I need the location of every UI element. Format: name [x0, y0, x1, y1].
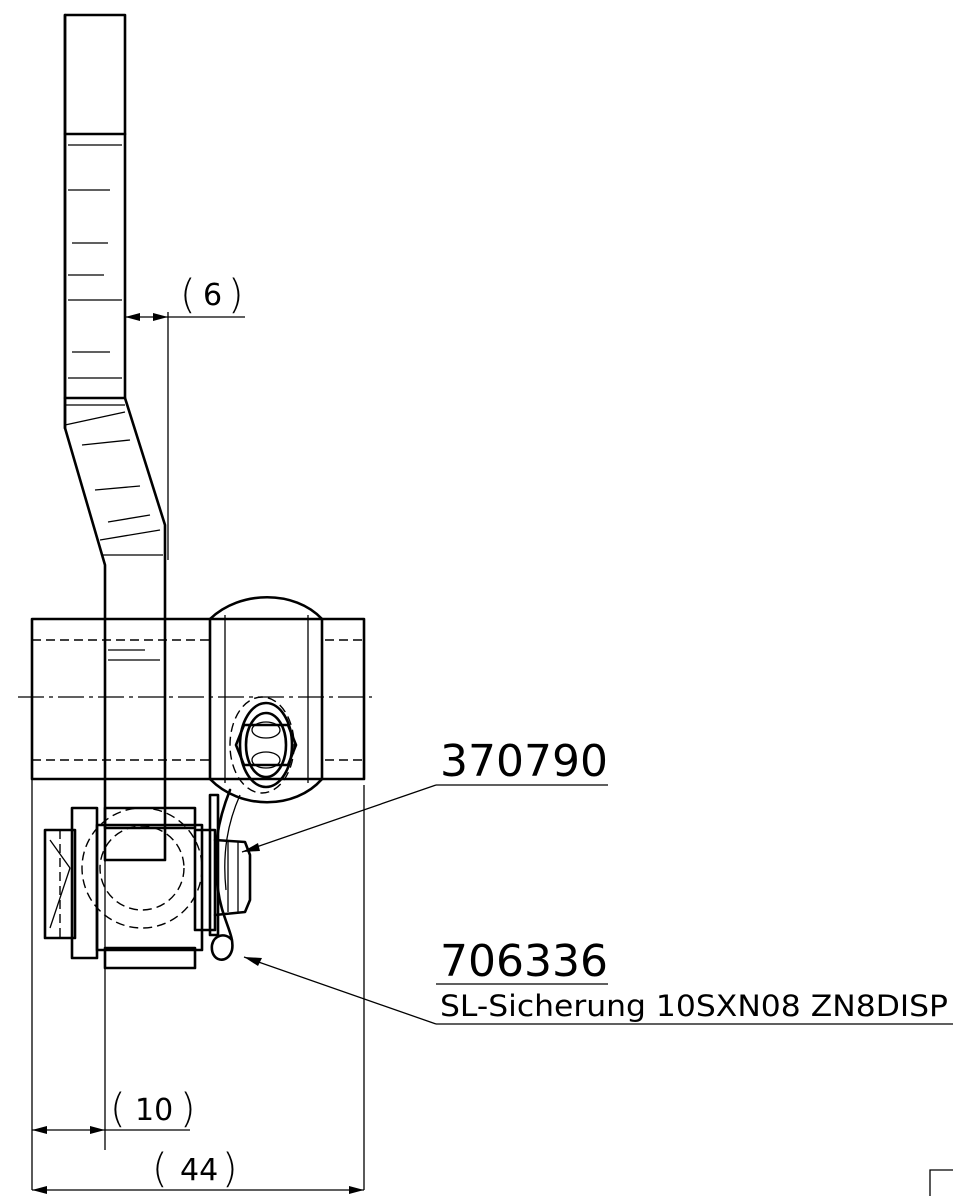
title-block-corner — [929, 1169, 953, 1196]
svg-text:): ) — [228, 272, 244, 318]
svg-text:(: ( — [110, 1086, 126, 1132]
dimension-44: ( 44 ) — [32, 785, 365, 1194]
shaft-body — [18, 595, 372, 804]
part-description-706336: SL-Sicherung 10SXN08 ZN8DISP — [440, 989, 948, 1023]
dim-6-value: 6 — [203, 278, 222, 313]
callout-370790: 370790 — [241, 736, 608, 853]
svg-text:): ) — [180, 1086, 196, 1132]
part-number-706336: 706336 — [440, 936, 608, 987]
svg-text:): ) — [222, 1146, 238, 1192]
dimension-10: ( 10 ) — [31, 770, 196, 1190]
svg-text:(: ( — [180, 272, 196, 318]
svg-text:(: ( — [152, 1146, 168, 1192]
callout-706336: 706336 SL-Sicherung 10SXN08 ZN8DISP — [243, 936, 953, 1025]
dim-10-value: 10 — [135, 1093, 173, 1128]
grease-nipple — [229, 696, 298, 794]
dimension-6: ( 6 ) — [125, 272, 245, 560]
part-number-370790: 370790 — [440, 736, 608, 787]
lever-bar — [63, 13, 167, 862]
dim-44-value: 44 — [180, 1153, 218, 1188]
joint-assembly — [43, 788, 252, 970]
